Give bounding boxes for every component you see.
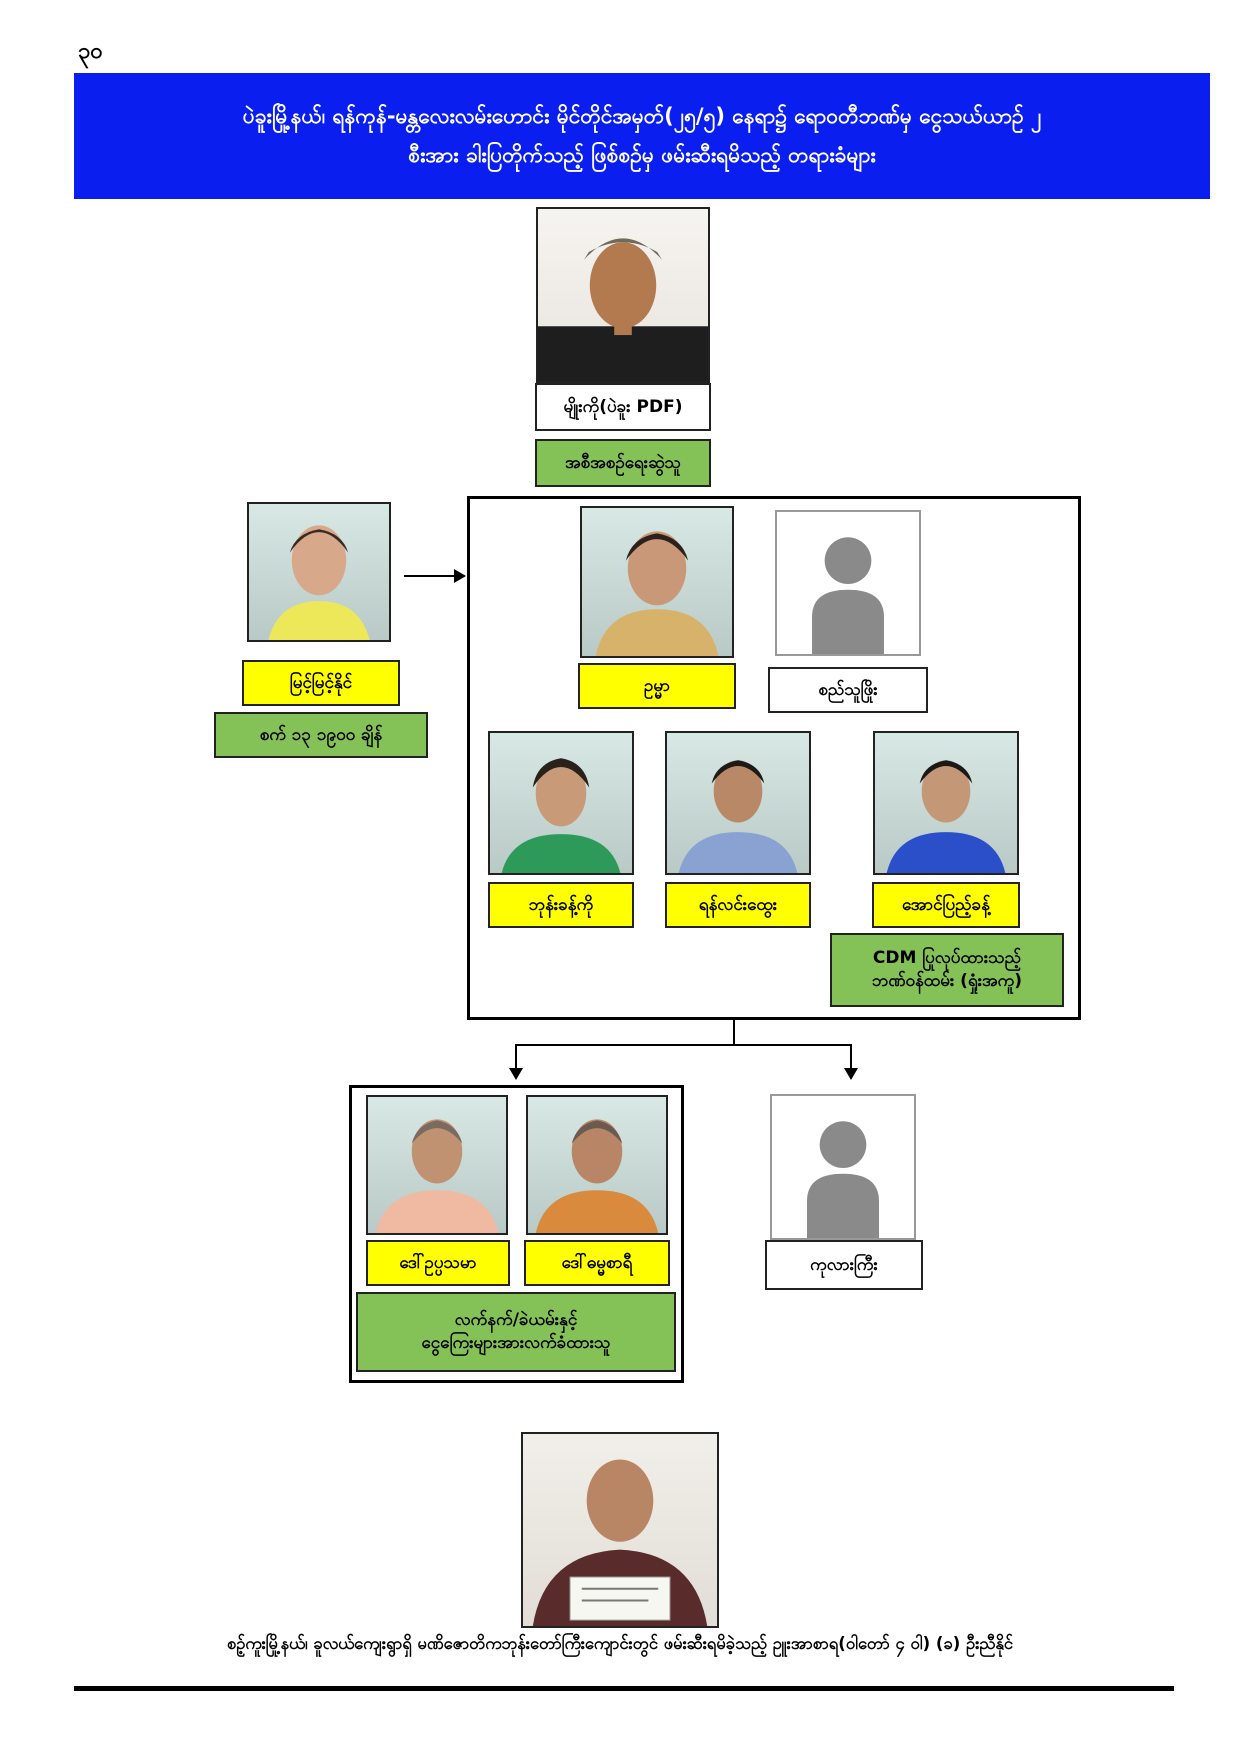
suspect-name-label-2: စည်သူဖြိုး <box>768 667 928 713</box>
right-person-name-label: ကုလားကြီး <box>765 1240 923 1290</box>
leader-role-label: အစီအစဉ်ရေးဆွဲသူ <box>535 439 711 487</box>
leader-photo <box>536 207 710 383</box>
connector-left <box>404 575 456 577</box>
cdm-note-line-1: CDM ပြုလုပ်ထားသည့် <box>872 948 1022 969</box>
nuns-role-line-1: လက်နက်/ခဲယမ်းနှင့် <box>454 1310 578 1331</box>
connector-horizontal <box>515 1044 852 1046</box>
suspect-photo-3 <box>488 731 634 875</box>
bottom-rule <box>74 1686 1174 1691</box>
arrow-right-icon <box>454 569 466 583</box>
nun-name-label-1: ဒေါ်ဥပ္ပသမာ <box>366 1240 510 1286</box>
banner-line-2: စီးအား ခါးပြတိုက်သည့် ဖြစ်စဉ်မှ ဖမ်းဆီးရ… <box>408 143 876 167</box>
suspect-photo-5 <box>873 731 1019 875</box>
suspect-name-label-3: ဘုန်းခန့်ကို <box>488 882 634 928</box>
arrow-down-icon <box>844 1068 858 1080</box>
title-banner: ပဲခူးမြို့နယ်၊ ရန်ကုန်-မန္တလေးလမ်းဟောင်း… <box>74 73 1210 199</box>
suspect-photo-2-placeholder <box>775 510 921 656</box>
left-person-name-label: မြင့်မြင့်နိုင် <box>242 660 400 706</box>
nuns-role-label: လက်နက်/ခဲယမ်းနှင့် ငွေကြေးများအားလက်ခံထာ… <box>356 1292 676 1372</box>
suspect-name-label-5: အောင်ပြည့်ခန့် <box>872 882 1020 928</box>
left-person-photo <box>247 502 391 642</box>
connector-right-drop <box>850 1044 852 1069</box>
right-person-photo-placeholder <box>770 1094 916 1240</box>
suspect-name-label-1: ဥမ္မာ <box>578 663 736 709</box>
cdm-note-label: CDM ပြုလုပ်ထားသည့် ဘဏ်ဝန်ထမ်း (ရှုံးအကူ) <box>830 933 1064 1007</box>
nuns-group-frame <box>349 1085 684 1383</box>
connector-down-stem <box>733 1020 735 1044</box>
left-person-detail-label: စက် ၁၃ ၁၉၀၀ ချိန် <box>214 712 428 758</box>
monk-photo <box>521 1432 719 1628</box>
suspects-group-frame <box>467 496 1081 1020</box>
connector-left-drop <box>515 1044 517 1069</box>
nuns-role-line-2: ငွေကြေးများအားလက်ခံထားသူ <box>421 1333 611 1353</box>
nun-photo-1 <box>366 1095 508 1235</box>
page-number: ၃၀ <box>78 39 103 64</box>
suspect-name-label-4: ရန်လင်းထွေး <box>665 882 811 928</box>
banner-line-1: ပဲခူးမြို့နယ်၊ ရန်ကုန်-မန္တလေးလမ်းဟောင်း… <box>242 104 1042 129</box>
nun-name-label-2: ဒေါ်ဓမ္မစာရီ <box>524 1240 670 1286</box>
cdm-note-line-2: ဘဏ်ဝန်ထမ်း (ရှုံးအကူ) <box>871 971 1023 991</box>
nun-photo-2 <box>526 1095 668 1235</box>
arrow-down-icon <box>509 1068 523 1080</box>
suspect-photo-1 <box>580 506 734 658</box>
person-silhouette-icon <box>807 1121 879 1238</box>
suspect-photo-4 <box>665 731 811 875</box>
person-silhouette-icon <box>812 537 884 654</box>
bottom-caption: စဉ့်ကူးမြို့နယ်၊ ခူလယ်ကျေးရွာရှိ မဏိဇောတ… <box>226 1634 1014 1653</box>
leader-name-label: မျိုးကို(ပဲခူး PDF) <box>535 383 711 431</box>
